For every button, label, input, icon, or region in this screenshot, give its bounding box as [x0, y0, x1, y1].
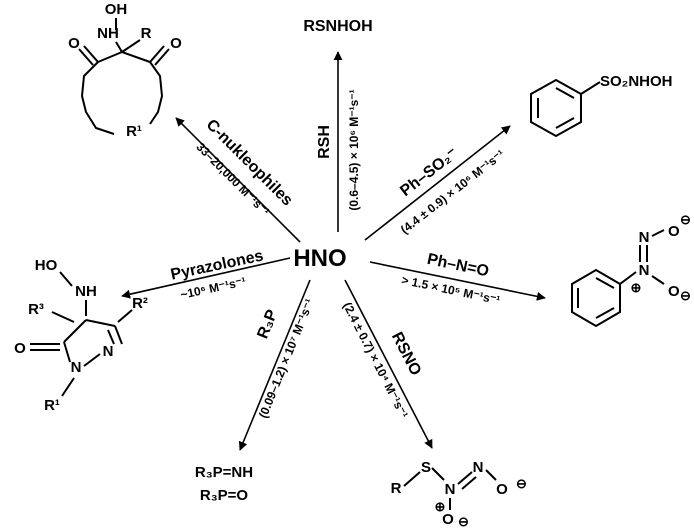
reagent-pyrazolones: Pyrazolones — [169, 247, 265, 283]
atom-n-ring-left: N — [71, 359, 82, 376]
atom-hn: NH — [97, 25, 119, 42]
atom-o-right: O — [170, 35, 182, 52]
atom-r2: R² — [132, 295, 148, 312]
atom-oh-top: OH — [105, 1, 128, 18]
atom-o-bottom: O — [442, 511, 454, 528]
phenyl-nitrodiazene-structure: N ⊕ N O ⊖ O ⊖ — [571, 212, 691, 328]
nitrosothiol-product-structure: R S N ⊕ N O ⊖ O ⊖ — [391, 459, 527, 529]
atom-o-lower: O — [668, 283, 680, 300]
charge-minus-upper: ⊖ — [680, 212, 691, 227]
product-phosphine-oxide: R₃P=O — [200, 487, 249, 504]
arrow-rsno — [344, 279, 433, 449]
reagent-rsno: RSNO — [388, 330, 424, 379]
charge-minus-lower: ⊖ — [680, 288, 691, 303]
atom-n-end: N — [473, 459, 484, 476]
arrow-sulfinate — [364, 125, 511, 241]
atom-n-ring-right: N — [103, 343, 114, 360]
arrow-nitroso — [369, 261, 546, 301]
atom-r-ring: R — [141, 25, 152, 42]
pyrazolone-product-structure: HO NH R³ R² N N O R¹ — [14, 257, 148, 414]
atom-n-upper: N — [639, 229, 650, 246]
cyclic-diketone-structure: OH NH R O O R¹ — [68, 1, 182, 140]
atom-n-center: N — [445, 481, 456, 498]
charge-minus-end: ⊖ — [516, 476, 527, 491]
arrow-phosphine — [238, 279, 311, 451]
arrow-c-nucleophile — [175, 117, 301, 243]
atom-ho: HO — [35, 257, 58, 274]
hno-label: HNO — [293, 245, 346, 272]
atom-r1-pyrazole: R¹ — [44, 397, 60, 414]
charge-plus-rsno: ⊕ — [435, 499, 446, 514]
atom-r1-ring: R¹ — [126, 123, 142, 140]
sulfonyl-group-label: SO₂NHOH — [600, 73, 673, 90]
atom-o-upper: O — [668, 223, 680, 240]
atom-s: S — [421, 459, 431, 476]
atom-r3: R³ — [28, 301, 44, 318]
atom-r: R — [391, 480, 402, 497]
atom-n-lower: N — [639, 262, 650, 279]
benzenesulfonamide-structure: SO₂NHOH — [530, 73, 673, 138]
atom-o-left: O — [68, 35, 80, 52]
reagent-rsh: RSH — [316, 125, 333, 159]
rate-rsh: (0.6–4.5) × 10⁶ M⁻¹s⁻¹ — [347, 89, 361, 210]
arrow-pyrazolone — [121, 257, 291, 299]
product-phosphinimine: R₃P=NH — [195, 464, 253, 481]
atom-o-end: O — [496, 481, 508, 498]
product-rsnhoh: RSNHOH — [303, 18, 372, 35]
atom-o-carbonyl: O — [14, 340, 26, 357]
charge-plus: ⊕ — [631, 280, 642, 295]
reagent-phosphine: R₃P — [254, 307, 281, 341]
atom-nh: NH — [75, 283, 97, 300]
charge-minus-bottom: ⊖ — [458, 514, 469, 529]
